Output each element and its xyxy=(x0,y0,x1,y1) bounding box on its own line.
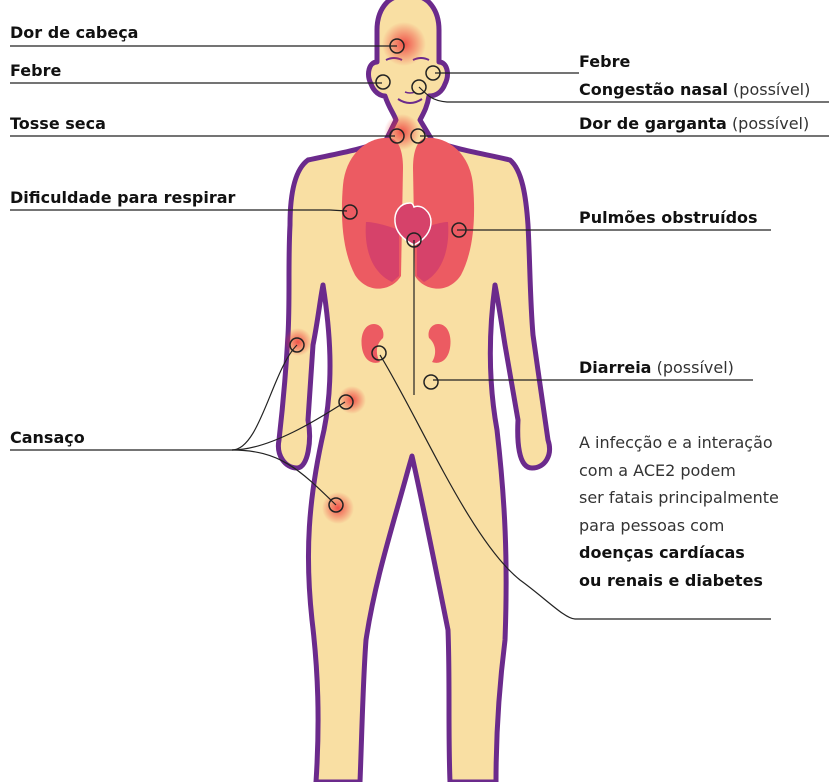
note-line: com a ACE2 podem xyxy=(579,457,835,485)
risk-note: A infecção e a interação com a ACE2 pode… xyxy=(579,429,835,594)
label-dry-cough: Tosse seca xyxy=(10,114,106,134)
note-line: ser fatais principalmente xyxy=(579,484,835,512)
label-fatigue: Cansaço xyxy=(10,428,85,448)
label-headache: Dor de cabeça xyxy=(10,23,138,43)
note-line: A infecção e a interação xyxy=(579,429,835,457)
note-line: para pessoas com xyxy=(579,512,835,540)
possible-tag: (possível) xyxy=(657,358,734,377)
label-sore-throat: Dor de garganta (possível) xyxy=(579,114,809,134)
possible-tag: (possível) xyxy=(733,80,810,99)
label-breathing-difficulty: Dificuldade para respirar xyxy=(10,188,235,208)
label-diarrhea: Diarreia (possível) xyxy=(579,358,734,378)
label-fever-right: Febre xyxy=(579,52,630,72)
label-nasal-congestion: Congestão nasal (possível) xyxy=(579,80,810,100)
possible-tag: (possível) xyxy=(732,114,809,133)
note-line-emphasis: ou renais e diabetes xyxy=(579,567,835,595)
note-line-emphasis: doenças cardíacas xyxy=(579,539,835,567)
label-fever-left: Febre xyxy=(10,61,61,81)
label-obstructed-lungs: Pulmões obstruídos xyxy=(579,208,758,228)
